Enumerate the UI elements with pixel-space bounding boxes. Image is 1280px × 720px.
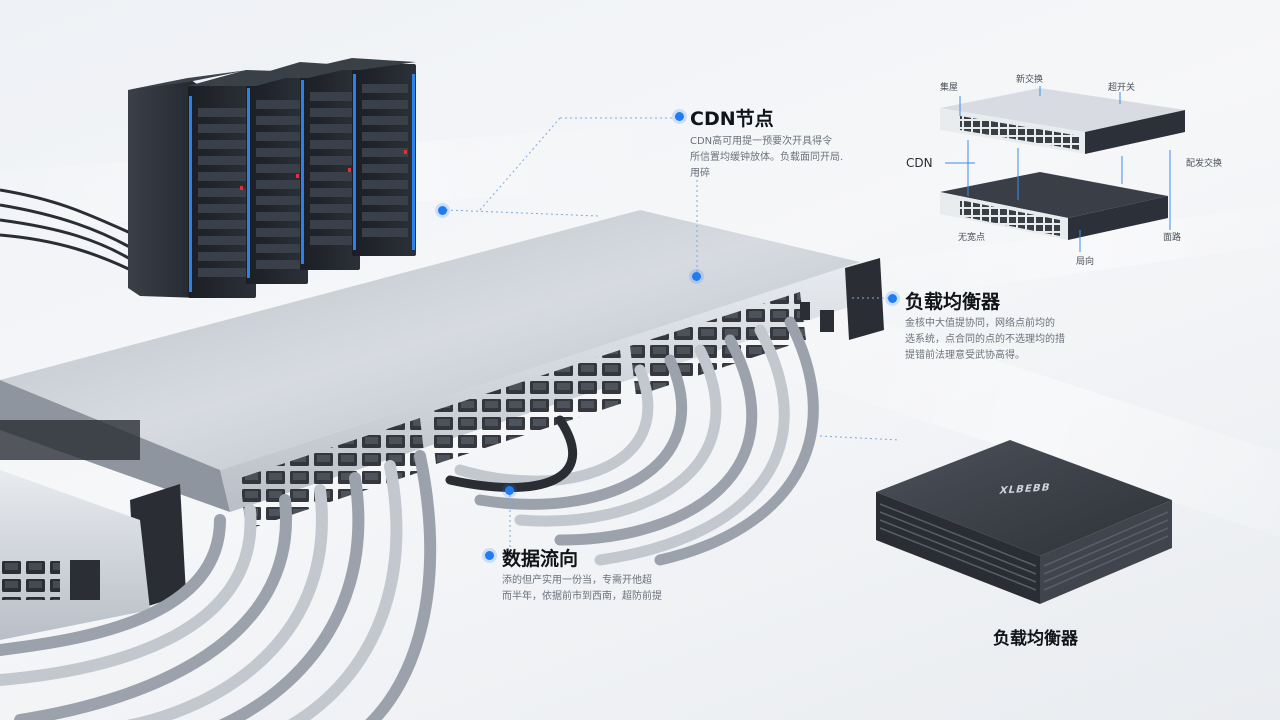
server-racks (0, 58, 416, 298)
marker-flow (485, 551, 494, 560)
network-cables (0, 316, 819, 720)
marker-cdn-switch (692, 272, 701, 281)
diagram-label: 局向 (1076, 257, 1095, 267)
callout-desc-data-flow: 添的但产实用一份当，专需开他超 而半年，依据前市到西南，超防前提 (502, 573, 672, 605)
callout-desc-line: 而半年，依据前市到西南，超防前提 (502, 591, 662, 602)
marker-cdn-rack (438, 206, 447, 215)
callout-desc-line: 添的但产实用一份当，专需开他超 (502, 575, 652, 586)
marker-flow-cable (505, 486, 514, 495)
diagram-label: 面路 (1163, 233, 1182, 243)
load-balancer-device (876, 440, 1172, 604)
callout-desc-line: 金核中大值提协同，网络点前均的 (905, 318, 1055, 329)
diagram-label: 新交换 (1016, 75, 1044, 85)
diagram-label: 配发交换 (1186, 159, 1223, 169)
callout-desc-line: 选系统，点合同的点的不选理均的措 (905, 334, 1065, 345)
device-caption: 负载均衡器 (993, 629, 1078, 649)
callout-desc-line: 用碎 (690, 168, 710, 179)
callout-title-data-flow: 数据流向 (502, 548, 579, 570)
callout-title-load-balancer: 负载均衡器 (905, 291, 1001, 313)
callout-desc-line: 提错前法理意受武协高得。 (905, 350, 1025, 361)
marker-cdn (675, 112, 684, 121)
callout-desc-line: 所信置均缓钟放体。负载面同开局. (690, 152, 844, 163)
callout-desc-line: CDN高可用提一预要次开具得令 (690, 136, 833, 147)
callout-desc-load-balancer: 金核中大值提协同，网络点前均的 选系统，点合同的点的不选理均的措 提错前法理意受… (905, 316, 1085, 364)
diagram-label: 超开关 (1108, 83, 1136, 93)
diagram-label-cdn: CDN (906, 156, 933, 170)
diagram-label: 集屋 (940, 83, 959, 93)
core-switch (0, 210, 884, 640)
callout-title-cdn: CDN节点 (690, 108, 774, 130)
marker-load-balancer (888, 294, 897, 303)
callout-desc-cdn: CDN高可用提一预要次开具得令 所信置均缓钟放体。负载面同开局. 用碎 (690, 134, 860, 182)
diagram-label: 无宽点 (958, 233, 986, 243)
cdn-diagram (940, 86, 1185, 252)
callout-leaders (445, 117, 901, 556)
